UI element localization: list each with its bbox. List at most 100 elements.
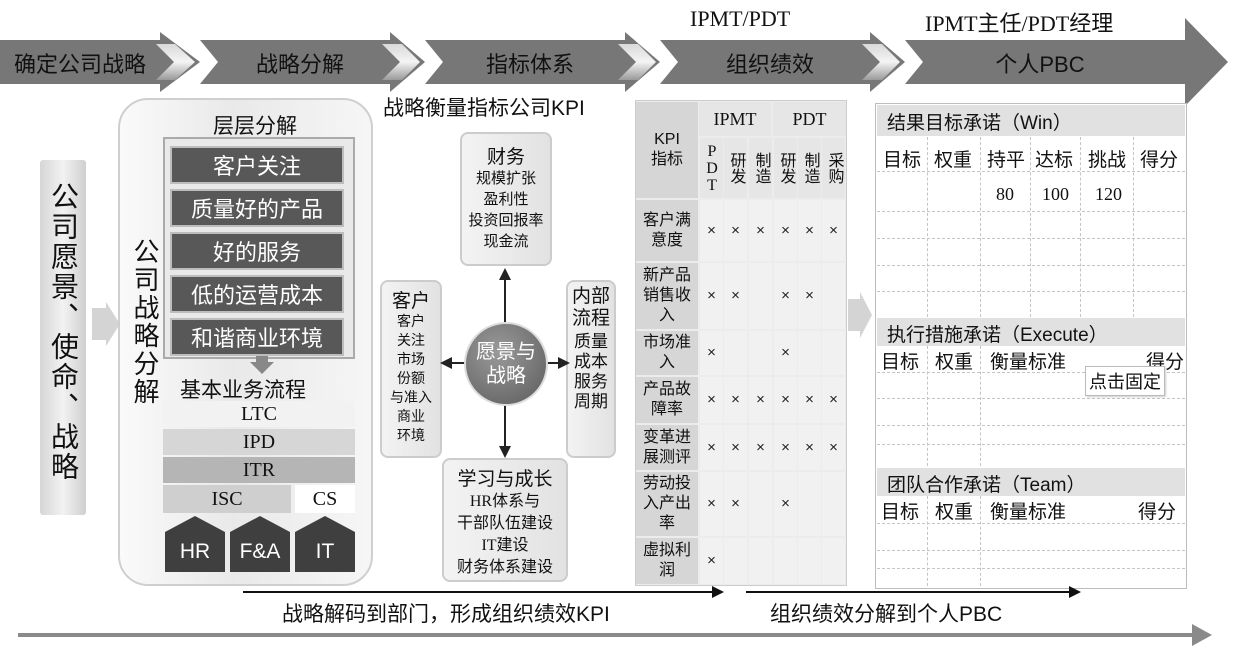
pbc-grid-line [927, 346, 928, 466]
goal-harmonious-environment: 和谐商业环境 [170, 318, 344, 356]
process-cs: CS [295, 485, 355, 513]
support-hr: HR [179, 540, 211, 563]
vision-strategy-hub: 愿景与战略 [464, 322, 548, 406]
kpi-mark-cell [774, 538, 797, 584]
kpi-column-header: 研发 [724, 138, 747, 198]
team-col-target: 目标 [881, 502, 920, 523]
learning-item: 干部队伍建设 [456, 515, 553, 532]
team-col-weight: 权重 [935, 502, 974, 523]
process-ltc: LTC [163, 401, 355, 427]
kpi-mark-cell [724, 331, 747, 375]
win-title: 结果目标承诺（Win） [887, 113, 1072, 134]
kpi-mark-cell [822, 472, 845, 536]
execute-col-measure: 衡量标准 [990, 352, 1067, 373]
kpi-mark-cell: × [724, 377, 747, 423]
kpi-mark-cell: × [700, 200, 723, 261]
stage-indicator-system: 指标体系 [485, 52, 574, 77]
pin-tooltip[interactable]: 点击固定 [1085, 366, 1165, 396]
win-col-weight: 权重 [934, 150, 973, 171]
kpi-row-name: 变革进展测评 [636, 425, 698, 470]
stage-strategy-decomposition: 战略分解 [255, 52, 344, 77]
kpi-mark-cell: × [798, 200, 821, 261]
kpi-mark-cell: × [774, 472, 797, 536]
layered-decomposition-title: 层层分解 [213, 115, 297, 138]
internal-item: 周期 [574, 392, 608, 411]
bottom-left-caption: 战略解码到部门，形成组织绩效KPI [282, 603, 610, 626]
pbc-grid-line [1080, 137, 1081, 317]
process-itr: ITR [163, 457, 355, 483]
pbc-grid-line [877, 425, 1185, 426]
kpi-mark-cell: × [774, 200, 797, 261]
kpi-mark-cell: × [700, 377, 723, 423]
kpi-mark-cell: × [700, 263, 723, 329]
execute-title: 执行措施承诺（Execute） [887, 325, 1108, 346]
win-col-meet: 达标 [1035, 150, 1074, 171]
basic-process-title: 基本业务流程 [180, 379, 306, 402]
bottom-arrows [18, 586, 1212, 646]
support-houses [165, 516, 355, 572]
kpi-mark-cell: × [700, 331, 723, 375]
stage-org-performance: 组织绩效 [725, 52, 814, 77]
win-value-challenge: 120 [1095, 184, 1122, 204]
kpi-row-name: 劳动投入产出率 [636, 472, 698, 536]
kpi-row-name: 虚拟利润 [636, 538, 698, 584]
pbc-grid-line [1133, 137, 1134, 317]
learning-item: IT建设 [481, 537, 529, 554]
hub-label: 愿景与战略 [476, 341, 536, 387]
kpi-mark-cell [749, 331, 772, 375]
kpi-header-label: KPI指标 [650, 131, 683, 168]
kpi-mark-cell: × [798, 263, 821, 329]
kpi-mark-cell: × [822, 425, 845, 470]
kpi-mark-cell [822, 263, 845, 329]
pbc-grid-line [980, 137, 981, 317]
support-fa: F&A [239, 540, 281, 563]
team-col-measure: 衡量标准 [990, 502, 1067, 523]
customer-item: 市场 [397, 353, 425, 368]
kpi-mark-cell [749, 263, 772, 329]
win-col-flat: 持平 [987, 150, 1026, 171]
kpi-mark-cell: × [749, 200, 772, 261]
win-header-bar [877, 105, 1185, 136]
kpi-row-name: 新产品销售收入 [636, 263, 698, 329]
pbc-grid-line [877, 372, 1185, 373]
finance-box: 财务 规模扩张 盈利性 投资回报率 现金流 [460, 132, 552, 266]
kpi-column-header: PDT [700, 138, 723, 198]
kpi-mark-cell: × [700, 472, 723, 536]
kpi-row-name: 客户满意度 [636, 200, 698, 261]
goal-customer-focus: 客户关注 [170, 146, 344, 184]
finance-title: 财务 [486, 147, 525, 168]
execute-col-weight: 权重 [935, 352, 974, 373]
kpi-mark-cell: × [774, 425, 797, 470]
internal-process-title: 内部流程 [572, 286, 611, 329]
win-col-challenge: 挑战 [1088, 150, 1127, 171]
header-ipmt-director: IPMT主任/PDT经理 [925, 11, 1114, 36]
internal-item: 成本 [574, 352, 608, 371]
execute-header-bar [877, 318, 1185, 346]
vision-column: 公司愿景、使命、战略 [40, 160, 86, 515]
stage-arrow-band [0, 18, 1228, 106]
kpi-mark-cell: × [724, 472, 747, 536]
customer-item: 客户 [397, 315, 425, 330]
header-ipmt-pdt: IPMT/PDT [690, 6, 791, 31]
customer-item: 与准入 [390, 391, 432, 406]
kpi-mark-cell: × [724, 200, 747, 261]
pbc-grid-line [877, 211, 1185, 212]
kpi-mark-cell [724, 538, 747, 584]
goal-low-cost: 低的运营成本 [170, 275, 344, 313]
internal-item: 服务 [574, 372, 608, 391]
pbc-grid-line [877, 265, 1185, 266]
kpi-mark-cell: × [822, 200, 845, 261]
customer-title: 客户 [391, 291, 430, 312]
win-value-flat: 80 [996, 184, 1014, 204]
pbc-grid-line [877, 568, 1185, 569]
kpi-mark-cell: × [700, 538, 723, 584]
team-header-bar [877, 468, 1185, 496]
kpi-row-name: 产品故障率 [636, 377, 698, 423]
win-col-target: 目标 [883, 150, 922, 171]
pbc-grid-line [980, 346, 981, 466]
kpi-mark-cell: × [724, 425, 747, 470]
kpi-mark-cell [749, 538, 772, 584]
kpi-center-title: 战略衡量指标公司KPI [383, 97, 585, 120]
support-it: IT [315, 540, 335, 563]
pbc-grid-line [927, 496, 928, 586]
